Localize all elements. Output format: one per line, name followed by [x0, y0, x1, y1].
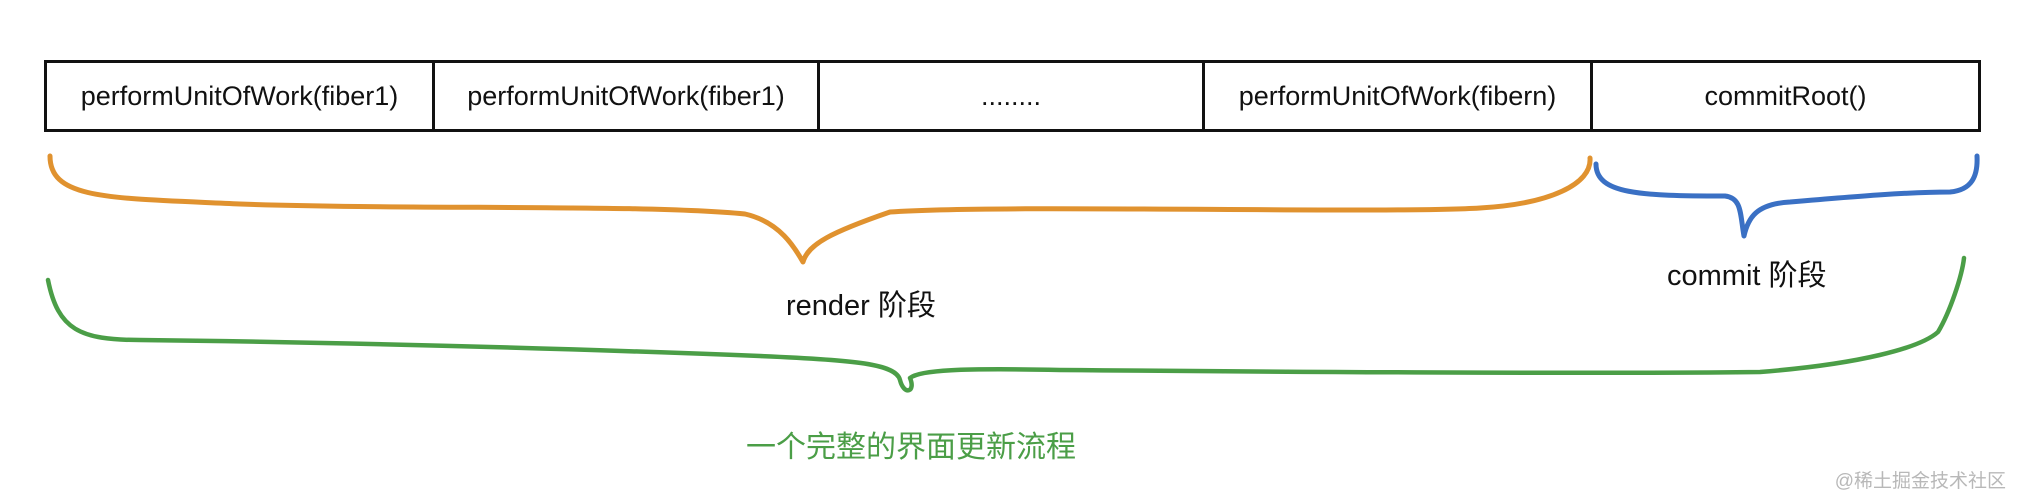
commit-phase-brace [1593, 153, 1980, 239]
step-box-2-label: performUnitOfWork(fiber1) [467, 80, 785, 111]
commit-phase-label: commit 阶段 [1667, 260, 1827, 292]
watermark: @稀土掘金技术社区 [1834, 471, 2006, 492]
step-box-2: performUnitOfWork(fiber1) [432, 60, 820, 132]
render-phase-brace [47, 153, 1593, 265]
step-box-n-label: performUnitOfWork(fibern) [1238, 80, 1557, 111]
step-box-1-label: performUnitOfWork(fiber1) [80, 80, 399, 111]
full-flow-brace [45, 255, 1967, 393]
commit-root-box: commitRoot() [1590, 60, 1981, 132]
step-box-ellipsis: ........ [817, 60, 1205, 132]
full-update-flow-label: 一个完整的界面更新流程 [746, 431, 1076, 464]
commit-root-box-label: commitRoot() [1704, 80, 1867, 111]
step-box-n: performUnitOfWork(fibern) [1202, 60, 1593, 132]
step-box-ellipsis-label: ........ [980, 80, 1041, 111]
step-box-1: performUnitOfWork(fiber1) [44, 60, 435, 132]
render-phase-label: render 阶段 [786, 290, 936, 322]
